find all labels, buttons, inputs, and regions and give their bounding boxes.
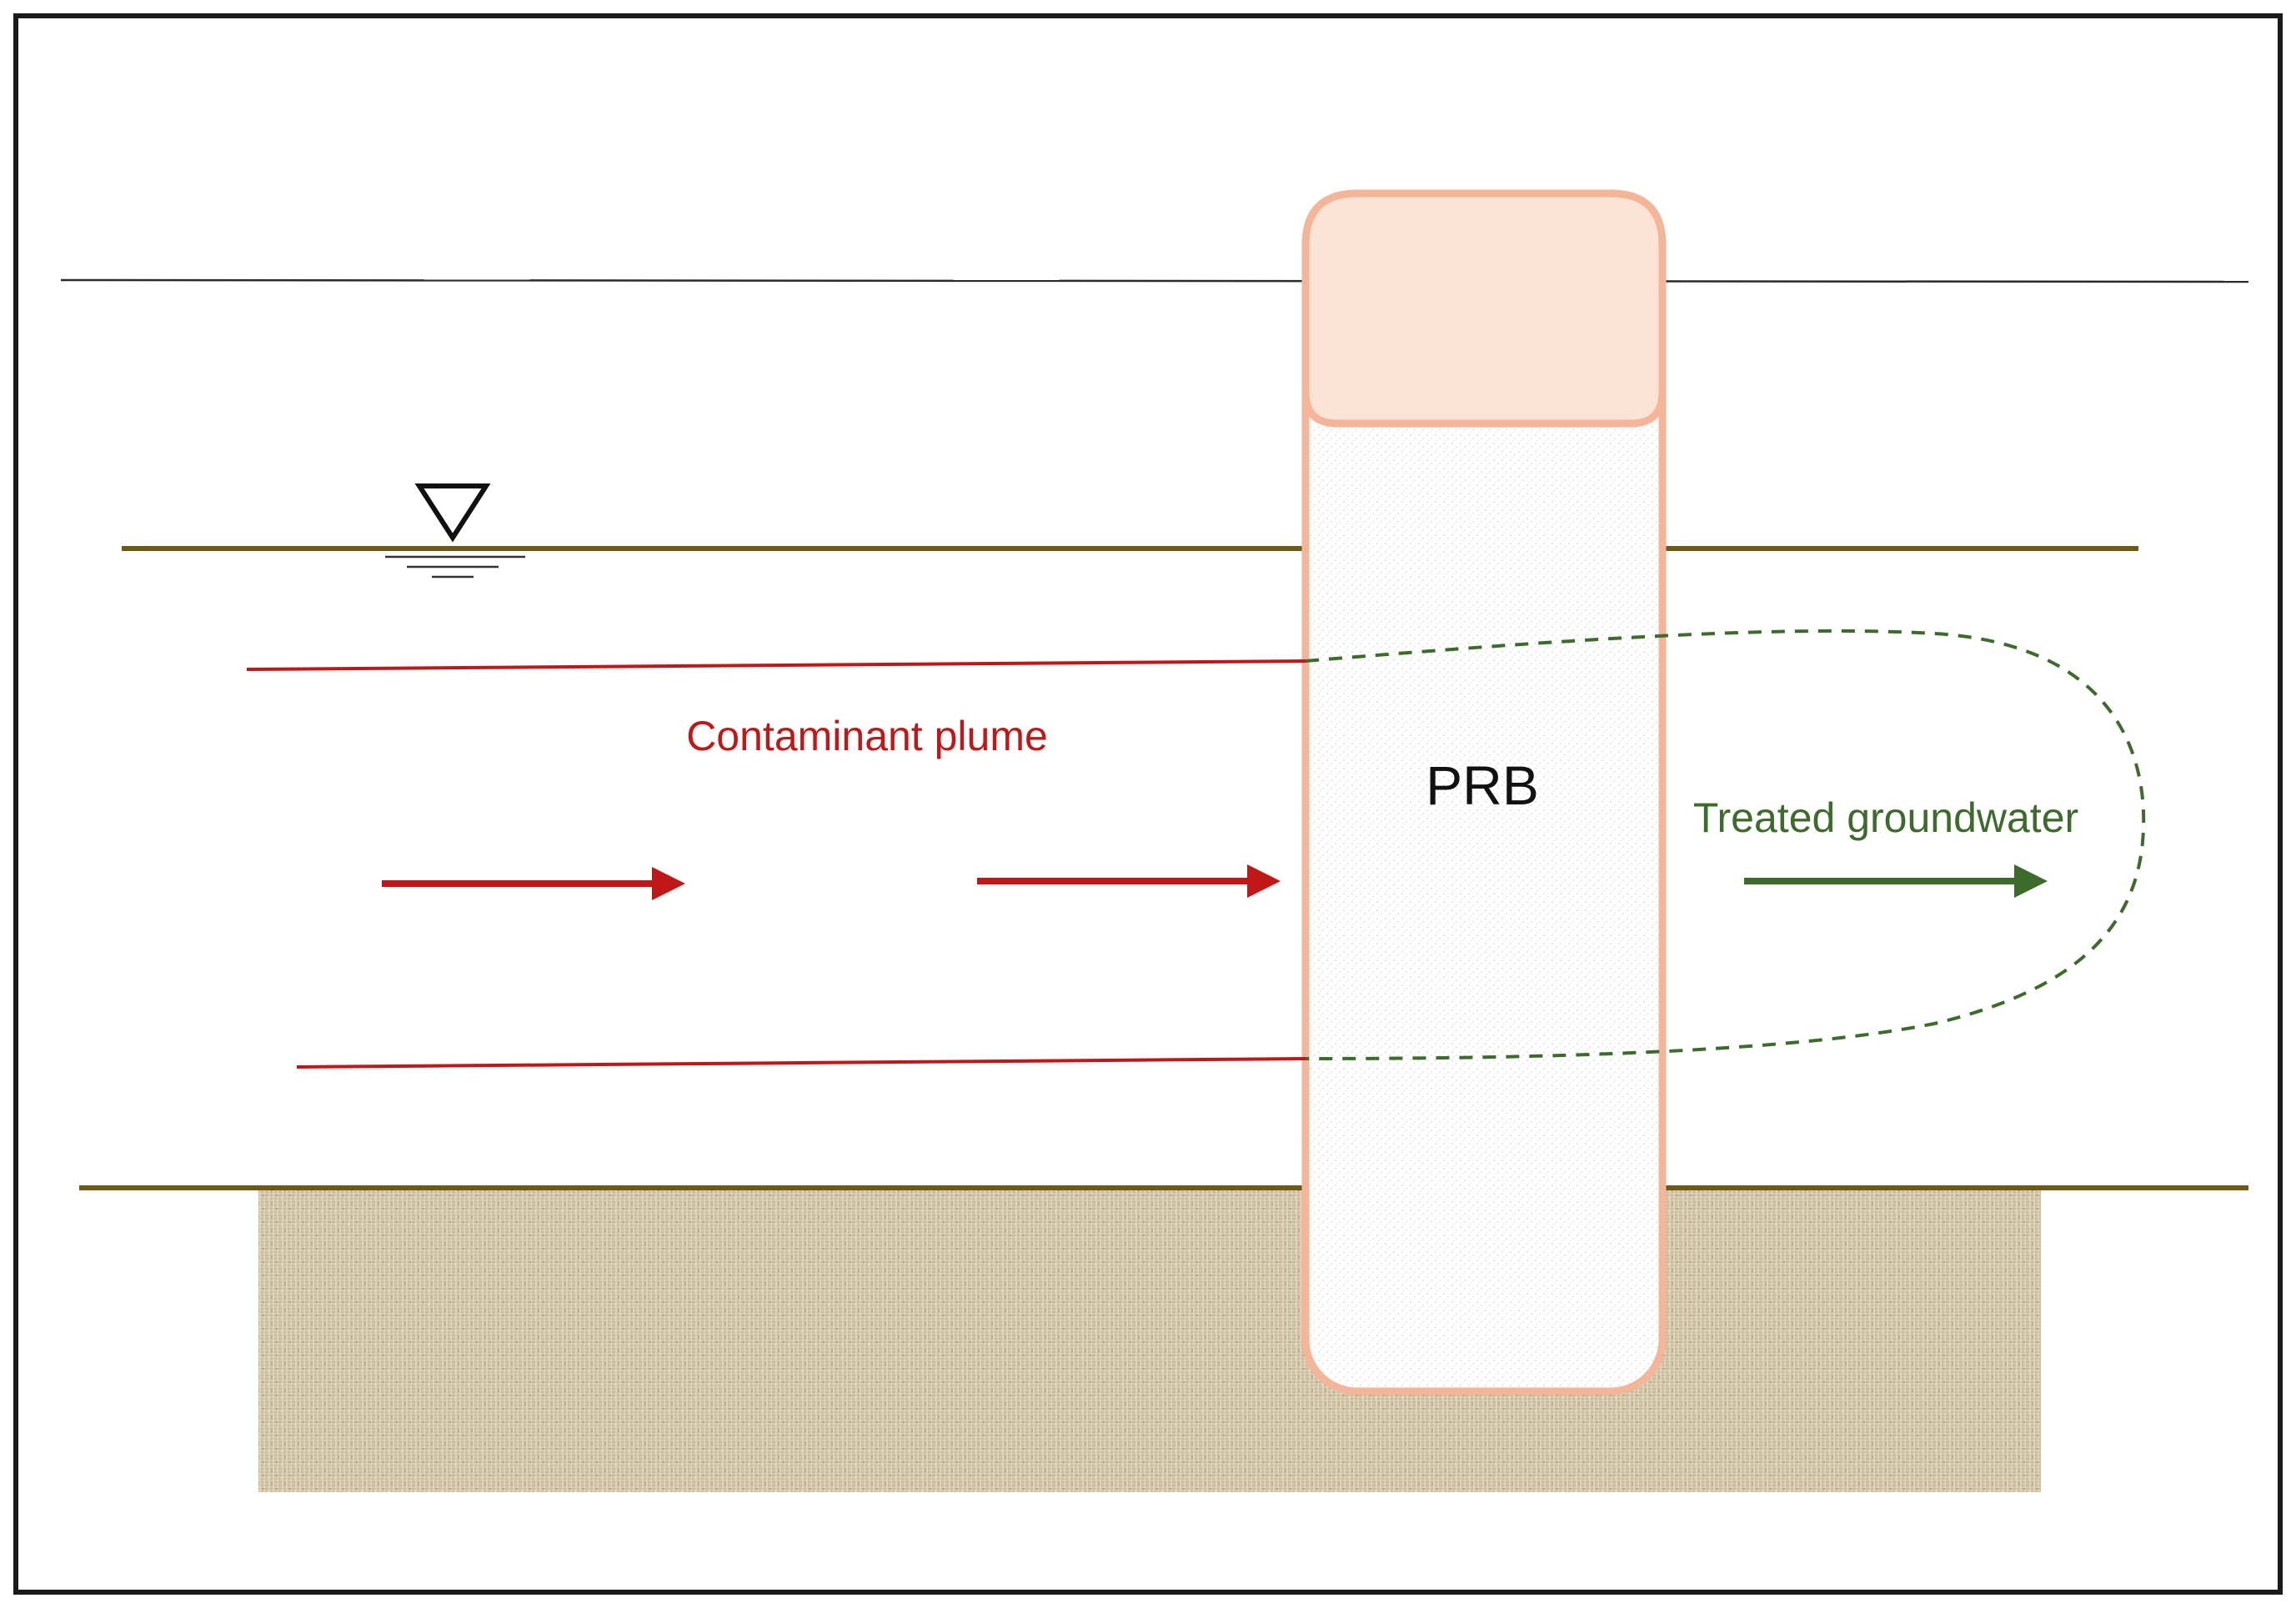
plume-upper-boundary <box>246 659 1306 671</box>
treated-plume-boundary <box>1305 629 2146 1060</box>
plume-lower-boundary <box>296 1057 1306 1069</box>
prb-cap <box>1301 189 1667 428</box>
bedrock-layer <box>258 1188 2041 1492</box>
ground-surface-line <box>60 278 2249 283</box>
prb-label: PRB <box>1426 754 1539 816</box>
contaminant-plume-label: Contaminant plume <box>686 713 1048 759</box>
prb-barrier <box>1301 189 1667 1395</box>
treated-groundwater-label: Treated groundwater <box>1693 794 2078 841</box>
water-table-symbol-icon <box>385 483 525 579</box>
